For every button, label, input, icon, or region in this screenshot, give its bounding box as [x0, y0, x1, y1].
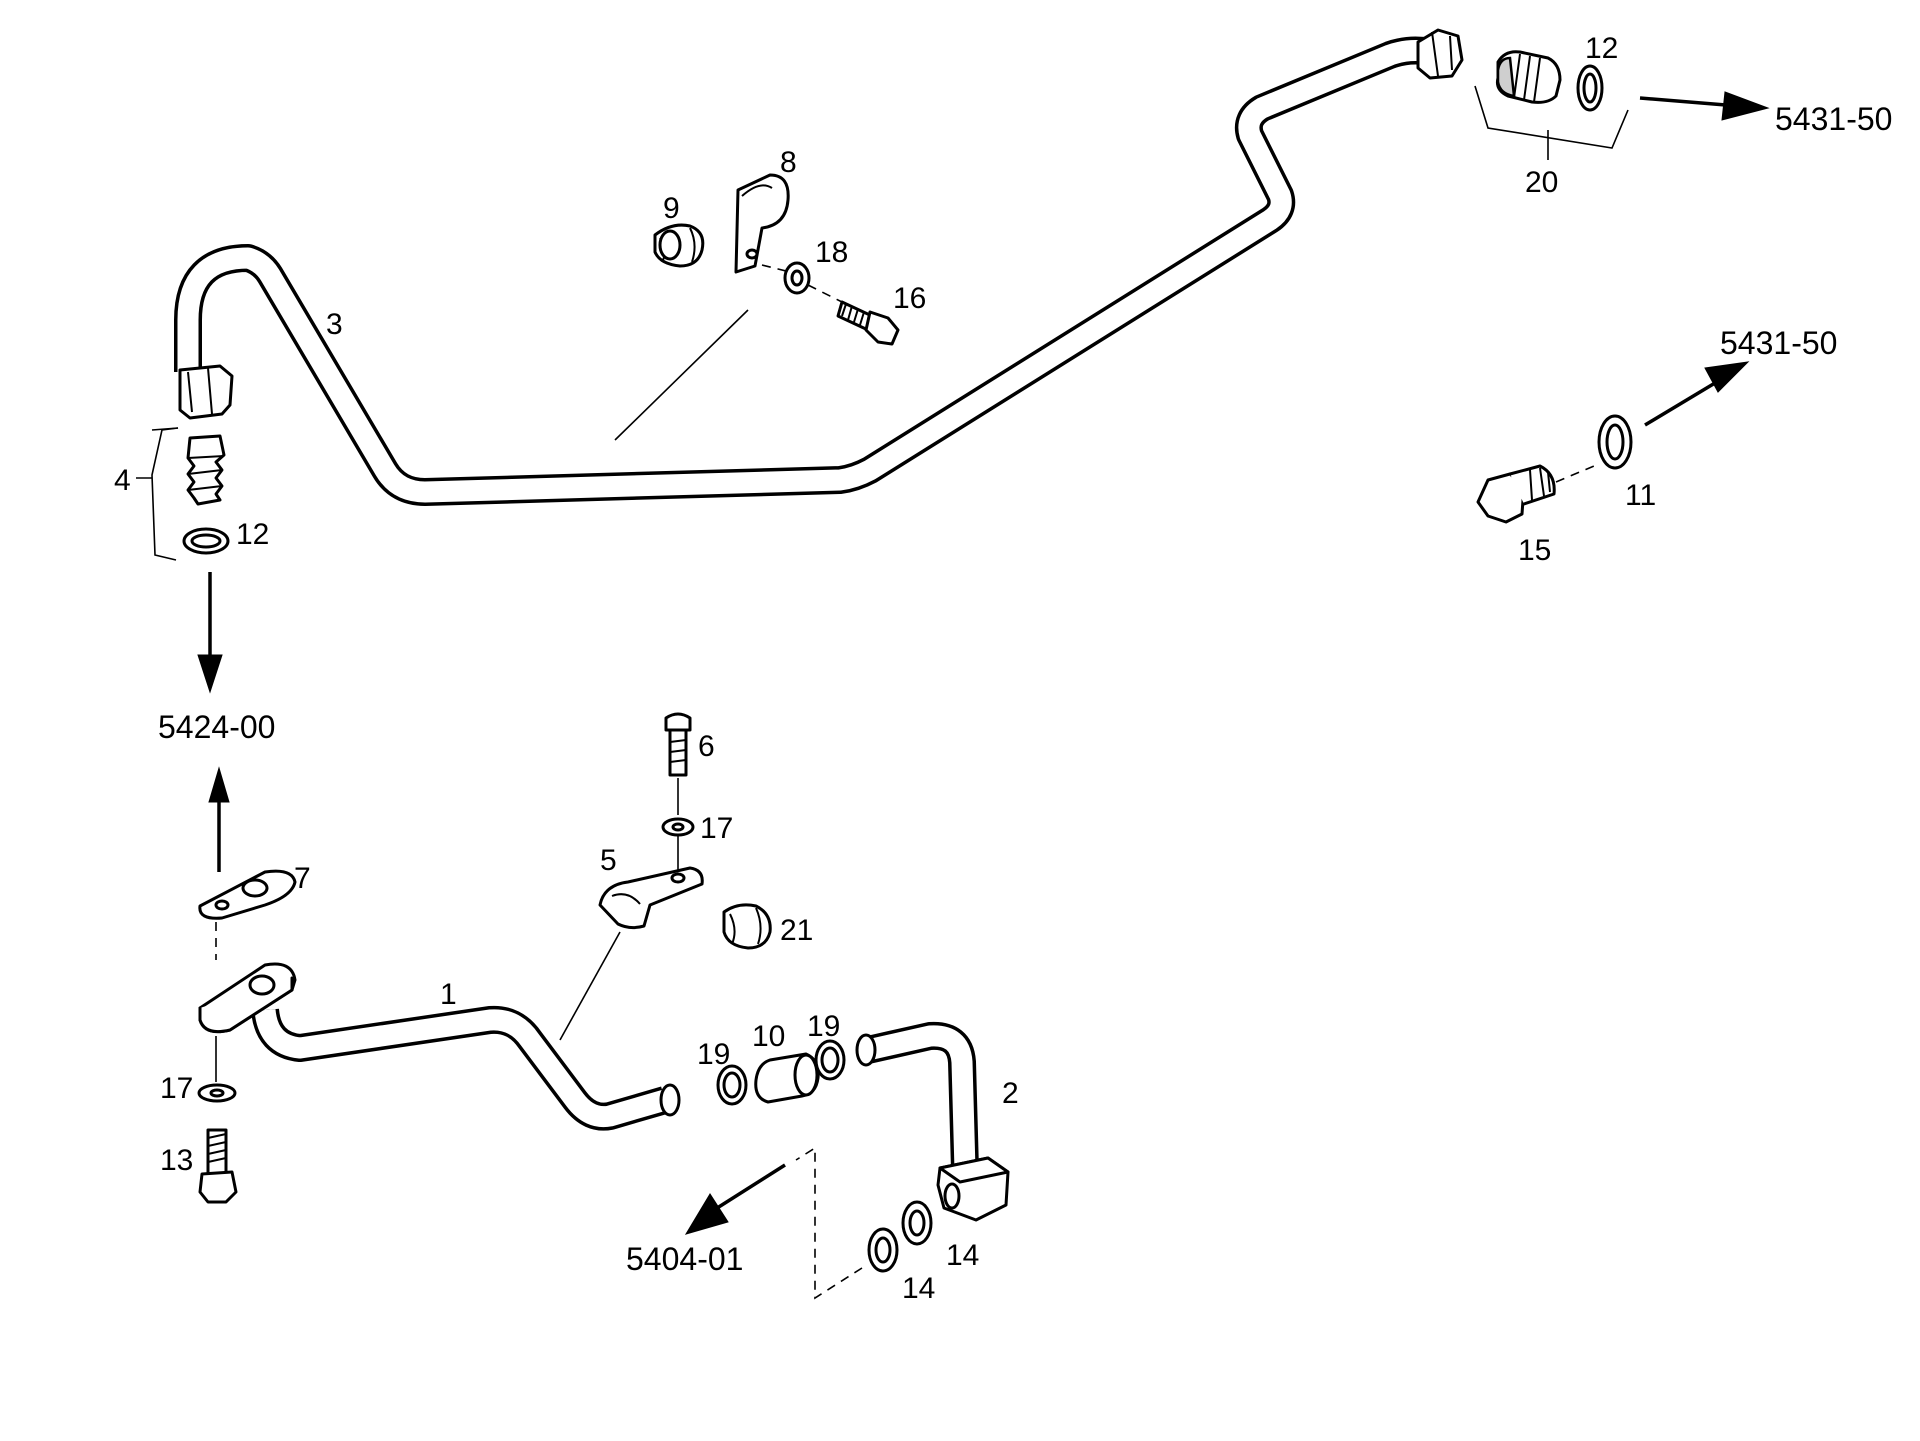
hose-10 [754, 1052, 820, 1104]
sealing-ring-12-left-inner [190, 533, 222, 549]
leader-clamp-to-pipe-3 [614, 309, 749, 441]
bolt-6 [664, 712, 692, 777]
label-part-3: 3 [326, 308, 343, 341]
reference-5431-50-mid: 5431-50 [1720, 325, 1837, 361]
banjo-fitting-pipe-2 [936, 1156, 1010, 1222]
label-part-11: 11 [1625, 479, 1656, 512]
washer-14-upper-inner [908, 1209, 926, 1237]
axis-clamp-8 [761, 264, 843, 303]
clamp-8 [734, 173, 790, 274]
reference-5404-01: 5404-01 [626, 1241, 743, 1277]
plug-15 [1476, 464, 1556, 524]
arrow-up-from-gasket [208, 766, 230, 872]
label-part-1: 1 [440, 978, 457, 1011]
leader-clamp-to-pipe-1 [559, 931, 621, 1041]
arrow-to-5431-50-mid [1644, 361, 1750, 427]
clip-ring-19-right-inner [820, 1046, 840, 1074]
pipe-3 [174, 36, 1433, 506]
label-part-17-upper: 17 [700, 812, 733, 845]
label-part-20: 20 [1525, 166, 1558, 199]
axis-plug-15 [1555, 465, 1595, 483]
washer-18-hole [790, 269, 804, 287]
label-part-10: 10 [752, 1020, 785, 1053]
pipe-3-nut-right [1416, 28, 1464, 80]
gasket-7 [198, 869, 297, 920]
arrow-to-5431-50-top [1639, 91, 1770, 121]
label-part-2: 2 [1002, 1077, 1019, 1110]
label-part-15: 15 [1518, 534, 1551, 567]
pipe-2 [855, 1021, 979, 1171]
label-part-18: 18 [815, 236, 848, 269]
reference-5424-00: 5424-00 [158, 709, 275, 745]
label-part-8: 8 [780, 146, 797, 179]
label-part-12-top: 12 [1585, 32, 1618, 65]
pipe-1 [251, 1005, 681, 1131]
arrow-to-5424-00 [197, 572, 223, 694]
rubber-sleeve-21 [722, 903, 772, 950]
label-part-5: 5 [600, 844, 617, 877]
label-part-9: 9 [663, 192, 680, 225]
bracket-4-top [151, 427, 179, 431]
label-part-19-right: 19 [807, 1010, 840, 1043]
label-part-12-left: 12 [236, 518, 269, 551]
adapter-20 [1496, 50, 1562, 104]
label-part-21: 21 [780, 914, 813, 947]
label-part-14-lower: 14 [902, 1272, 935, 1305]
axis-banjo-bolt [795, 1146, 863, 1300]
bolt-16 [836, 300, 900, 346]
clamp-5 [598, 866, 704, 930]
bolt-13 [198, 1128, 238, 1204]
washer-14-lower-inner [874, 1236, 892, 1264]
union-fitting-4 [186, 434, 226, 506]
sealing-ring-11-inner [1605, 423, 1625, 461]
label-part-13: 13 [160, 1144, 193, 1177]
reference-5431-50-top: 5431-50 [1775, 101, 1892, 137]
label-part-14-upper: 14 [946, 1239, 979, 1272]
sealing-ring-12-top-inner [1582, 72, 1598, 104]
pipe-3-nut-left [178, 364, 234, 420]
rubber-sleeve-9 [653, 223, 705, 268]
label-part-4: 4 [114, 464, 131, 497]
label-part-19-left: 19 [697, 1038, 730, 1071]
washer-17-upper-hole [671, 822, 685, 832]
clip-ring-19-left-inner [722, 1071, 742, 1099]
bracket-4 [136, 427, 179, 561]
flange-pipe-1 [198, 962, 297, 1034]
washer-17-lower-hole [209, 1088, 225, 1098]
label-part-7: 7 [294, 862, 311, 895]
arrow-to-5404-01 [684, 1163, 786, 1235]
bracket-20 [1474, 85, 1629, 160]
label-part-6: 6 [698, 730, 715, 763]
label-part-17-lower: 17 [160, 1072, 193, 1105]
label-part-16: 16 [893, 282, 926, 315]
